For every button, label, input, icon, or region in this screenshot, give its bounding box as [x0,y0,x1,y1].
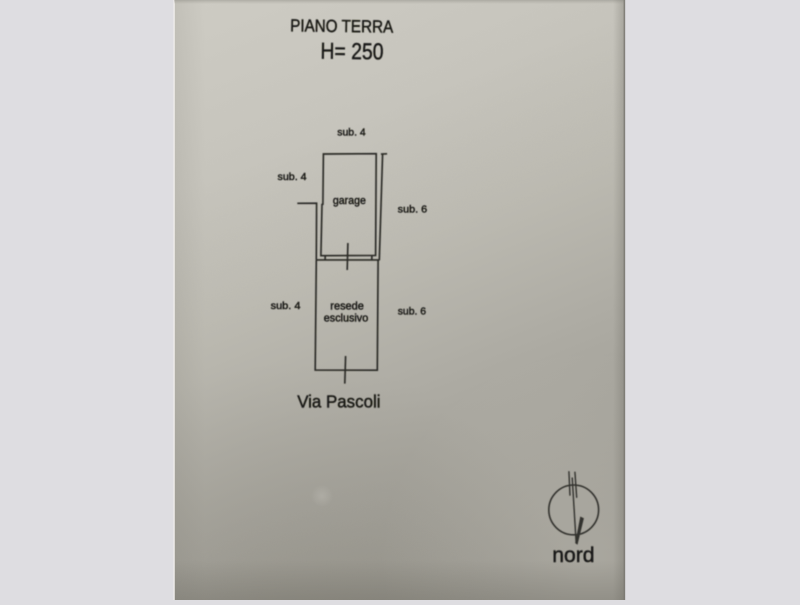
svg-text:PIANO TERRA: PIANO TERRA [290,15,394,36]
svg-text:sub. 6: sub. 6 [398,204,428,216]
svg-text:resede: resede [330,301,364,313]
svg-text:esclusivo: esclusivo [324,312,368,324]
svg-text:sub. 4: sub. 4 [337,127,366,139]
svg-text:garage: garage [333,195,366,207]
svg-text:sub. 4: sub. 4 [278,171,307,183]
svg-text:nord: nord [552,543,594,567]
svg-text:H= 250: H= 250 [320,38,383,65]
svg-text:sub. 4: sub. 4 [271,300,301,312]
svg-text:Via Pascoli: Via Pascoli [297,391,380,411]
svg-text:sub. 6: sub. 6 [398,306,427,318]
